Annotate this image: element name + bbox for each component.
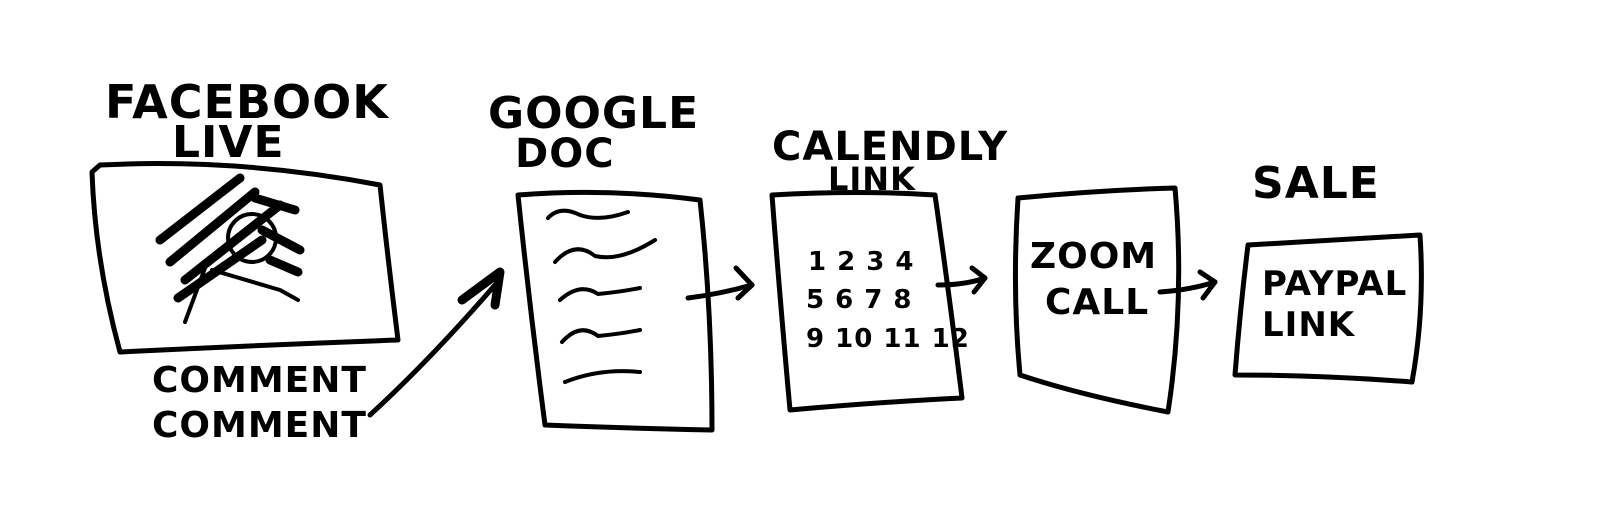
zoom-call-node: ZOOM CALL xyxy=(1012,185,1182,415)
google-doc-title-line1: GOOGLE xyxy=(488,88,699,139)
zoom-title-line2: CALL xyxy=(1045,282,1149,323)
facebook-live-node: FACEBOOK LIVE COMMENT COMMENT xyxy=(89,75,401,446)
google-doc-node: GOOGLE DOC xyxy=(488,88,715,433)
paypal-title-line2: LINK xyxy=(1262,305,1356,345)
sale-node: SALE PAYPAL LINK xyxy=(1232,158,1424,385)
calendly-node: CALENDLY LINK 1 2 3 4 5 6 7 8 9 10 11 12 xyxy=(769,124,1008,413)
arrow-comment-to-doc xyxy=(367,267,505,418)
sale-title: SALE xyxy=(1252,158,1380,209)
zoom-page xyxy=(1012,185,1182,415)
arrow-zoom-to-sale xyxy=(1157,269,1218,301)
calendar-page xyxy=(769,190,965,413)
doc-page xyxy=(515,189,715,433)
zoom-title-line1: ZOOM xyxy=(1030,236,1157,277)
calendar-row-3: 9 10 11 12 xyxy=(806,324,970,354)
google-doc-title-line2: DOC xyxy=(515,131,615,177)
facebook-live-title-line1: FACEBOOK xyxy=(105,75,390,129)
paypal-card xyxy=(1232,232,1424,385)
arrow-calendly-to-zoom xyxy=(935,265,988,295)
paypal-title-line1: PAYPAL xyxy=(1262,264,1407,304)
facebook-live-title-line2: LIVE xyxy=(172,117,285,168)
calendar-row-1: 1 2 3 4 xyxy=(808,247,915,277)
comment-label-1: COMMENT xyxy=(152,360,367,401)
doc-text-lines xyxy=(546,208,657,384)
calendly-title-line1: CALENDLY xyxy=(772,124,1008,170)
person-sketch-icon xyxy=(155,173,305,324)
calendar-row-2: 5 6 7 8 xyxy=(806,285,913,315)
video-frame xyxy=(89,161,401,355)
arrow-doc-to-calendly xyxy=(685,265,755,301)
comment-label-2: COMMENT xyxy=(152,405,367,446)
